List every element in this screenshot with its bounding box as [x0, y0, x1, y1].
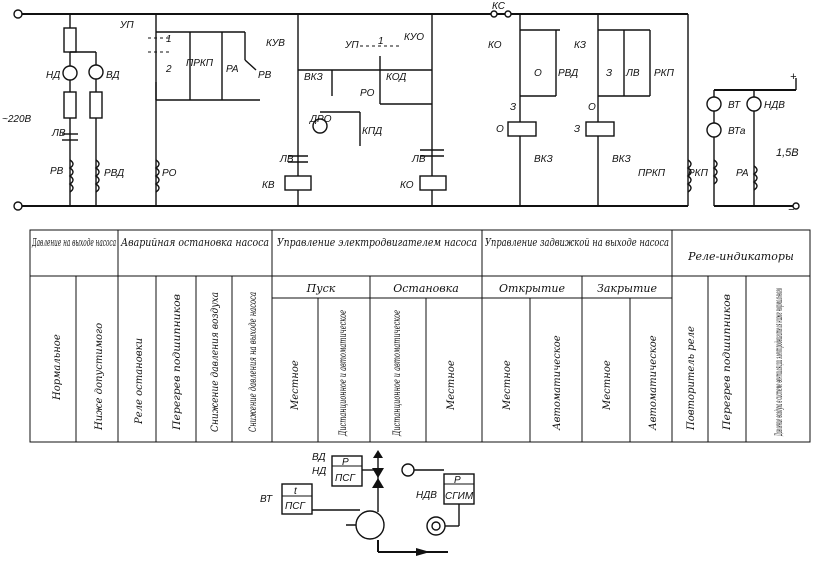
col-open-local: Местное [502, 360, 513, 411]
function-table: Давление на выходе насоса Аварийная оста… [29, 229, 811, 443]
label-rv-b: РВ [258, 70, 272, 81]
label-pos1: 1 [166, 34, 172, 45]
scheme-vd: ВД [312, 452, 326, 463]
label-kuo: КУО [404, 32, 424, 43]
label-rkp-b: РКП [688, 168, 709, 179]
dc-voltage-label: 1,5В [776, 147, 799, 159]
label-z-b: З [606, 68, 612, 79]
dc-plus: + [790, 71, 797, 83]
label-rvd-b: РВД [558, 68, 578, 79]
col-start-local: Местное [290, 360, 301, 411]
label-kz: КЗ [574, 40, 586, 51]
subheader-close: Закрытие [597, 282, 657, 295]
col-open-auto: Автоматическое [552, 335, 563, 431]
scheme-vt: ВТ [260, 494, 273, 505]
label-kuv: КУВ [266, 38, 285, 49]
label-pos2: 1 [378, 36, 384, 47]
scheme-ndv: НДВ [416, 490, 437, 501]
label-lv-d: ЛВ [625, 68, 640, 79]
ac-voltage-label: ~220В [2, 114, 32, 125]
label-lv-b: ЛВ [279, 154, 294, 165]
group-header-motor: Управление электродвигателем насоса [277, 236, 477, 249]
label-vta: ВТа [728, 126, 746, 137]
scheme-psg-a: ПСГ [285, 501, 306, 512]
label-vkz-c: ВКЗ [612, 154, 631, 165]
group-header-valve: Управление задвижкой на выходе насоса [485, 236, 669, 249]
pump-scheme: t ПСГ ВТ Р ПСГ ВД НД Р СГИМ НДВ [260, 450, 475, 556]
label-o-b: О [588, 102, 596, 113]
scheme-psg-b: ПСГ [335, 473, 356, 484]
label-vkz-a: ВКЗ [304, 72, 323, 83]
label-ko: КО [400, 180, 414, 191]
label-z-a: З [510, 102, 516, 113]
label-vkz-b: ВКЗ [534, 154, 553, 165]
label-ko-b: КО [488, 40, 502, 51]
label-ro-b: РО [360, 88, 375, 99]
label-up: УП [119, 20, 134, 31]
label-ra-b: РА [736, 168, 749, 179]
col-ind-bearing-overheat: Перегрев подшипников [722, 294, 733, 431]
scheme-sgim: СГИМ [445, 491, 474, 502]
label-kpd: КПД [362, 126, 382, 137]
col-stop-remote: Дистанционное и автоматическое [392, 310, 403, 437]
label-o-a: О [534, 68, 542, 79]
label-ks: КС [492, 1, 506, 12]
label-vt: ВТ [728, 100, 741, 111]
label-z-coil: З [574, 124, 580, 135]
label-o-coil: О [496, 124, 504, 135]
group-header-pressure: Давление на выходе насоса [31, 236, 116, 249]
label-prkp: ПРКП [186, 58, 214, 69]
label-rkp: РКП [654, 68, 675, 79]
label-lv: ЛВ [51, 128, 66, 139]
label-vd: ВД [106, 70, 120, 81]
label-ndv: НДВ [764, 100, 785, 111]
label-kv: КВ [262, 180, 275, 191]
label-kod: КОД [386, 72, 406, 83]
circuit-schematic: ~220В НД ЛВ РВ ВД РВД УП 1 2 ПРКП [2, 1, 800, 216]
col-stop-relay: Реле остановки [134, 338, 145, 425]
label-rvd: РВД [104, 168, 124, 179]
label-ra: РА [226, 64, 239, 75]
col-normal: Нормальное [52, 334, 63, 401]
subheader-stop: Остановка [393, 282, 459, 295]
col-close-local: Местное [602, 360, 613, 411]
label-up2: УП [344, 40, 359, 51]
col-bearing-overheat: Перегрев подшипников [172, 294, 183, 431]
scheme-t-label: t [294, 486, 298, 497]
dc-minus: − [788, 204, 795, 216]
scheme-nd: НД [312, 466, 326, 477]
label-prkp-coil: ПРКП [638, 168, 666, 179]
scheme-p-a: Р [342, 457, 349, 468]
col-close-auto: Автоматическое [648, 335, 659, 431]
col-below-allowed: Ниже допустимого [94, 323, 105, 431]
subheader-open: Открытие [499, 282, 566, 295]
col-stop-local: Местное [446, 360, 457, 411]
label-lv-c: ЛВ [411, 154, 426, 165]
col-start-remote: Дистанционное и автоматическое [338, 310, 349, 437]
label-dro: ДРО [309, 114, 332, 125]
label-rv: РВ [50, 166, 64, 177]
label-nd: НД [46, 70, 60, 81]
col-relay-repeater: Повторитель реле [686, 326, 697, 431]
subheader-start: Пуск [306, 282, 336, 295]
group-header-indicators: Реле-индикаторы [687, 250, 794, 263]
scheme-p-b: Р [454, 475, 461, 486]
group-header-emergency: Аварийная остановка насоса [120, 236, 269, 249]
col-outlet-pressure-drop: Снижение давления на выходе насоса [248, 292, 259, 432]
col-air-pressure-drop: Снижение давления воздуха [210, 292, 221, 432]
col-ventilation-air-pressure: Давление воздуха в системе вентиляции эл… [774, 288, 785, 436]
label-ro-coil: РО [162, 168, 177, 179]
label-ro-a: 2 [165, 64, 172, 75]
